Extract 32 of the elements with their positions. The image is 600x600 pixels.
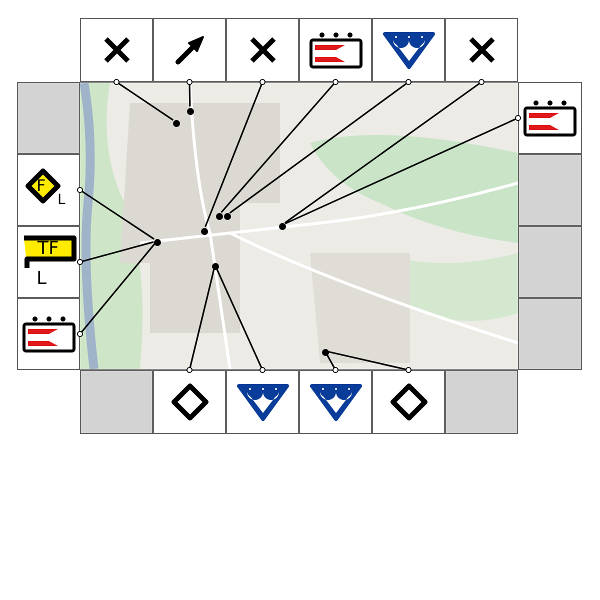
leader-line (77, 243, 156, 337)
symbol-cell (17, 154, 80, 226)
leader-line (77, 241, 154, 265)
symbol-label: TF (38, 240, 59, 258)
symbol-label: L (58, 193, 66, 207)
symbol-cell (80, 18, 153, 82)
leader-line (284, 115, 521, 224)
symbol-cell (372, 18, 445, 82)
leader-line (220, 79, 338, 213)
leader-line (114, 79, 174, 121)
leader-line (186, 79, 192, 107)
leader-line (229, 79, 412, 214)
symbol-label: L (36, 270, 47, 288)
leader-line (77, 187, 155, 240)
symbol-cell (299, 18, 372, 82)
symbol-cell (299, 370, 372, 434)
symbol-cell (226, 18, 299, 82)
symbol-cell (226, 370, 299, 434)
symbol-cell (153, 370, 226, 434)
symbol-cell (445, 18, 518, 82)
leader-line (204, 79, 266, 228)
symbol-label: F (36, 178, 46, 194)
symbol-cell (17, 226, 80, 298)
symbol-cell (372, 370, 445, 434)
symbol-cell (518, 82, 582, 154)
symbol-cell (153, 18, 226, 82)
leader-line (328, 351, 412, 373)
leader-line (216, 268, 266, 373)
leader-line (186, 268, 215, 373)
leader-line (284, 79, 484, 224)
symbol-cell (17, 298, 80, 370)
leader-line (326, 354, 338, 373)
